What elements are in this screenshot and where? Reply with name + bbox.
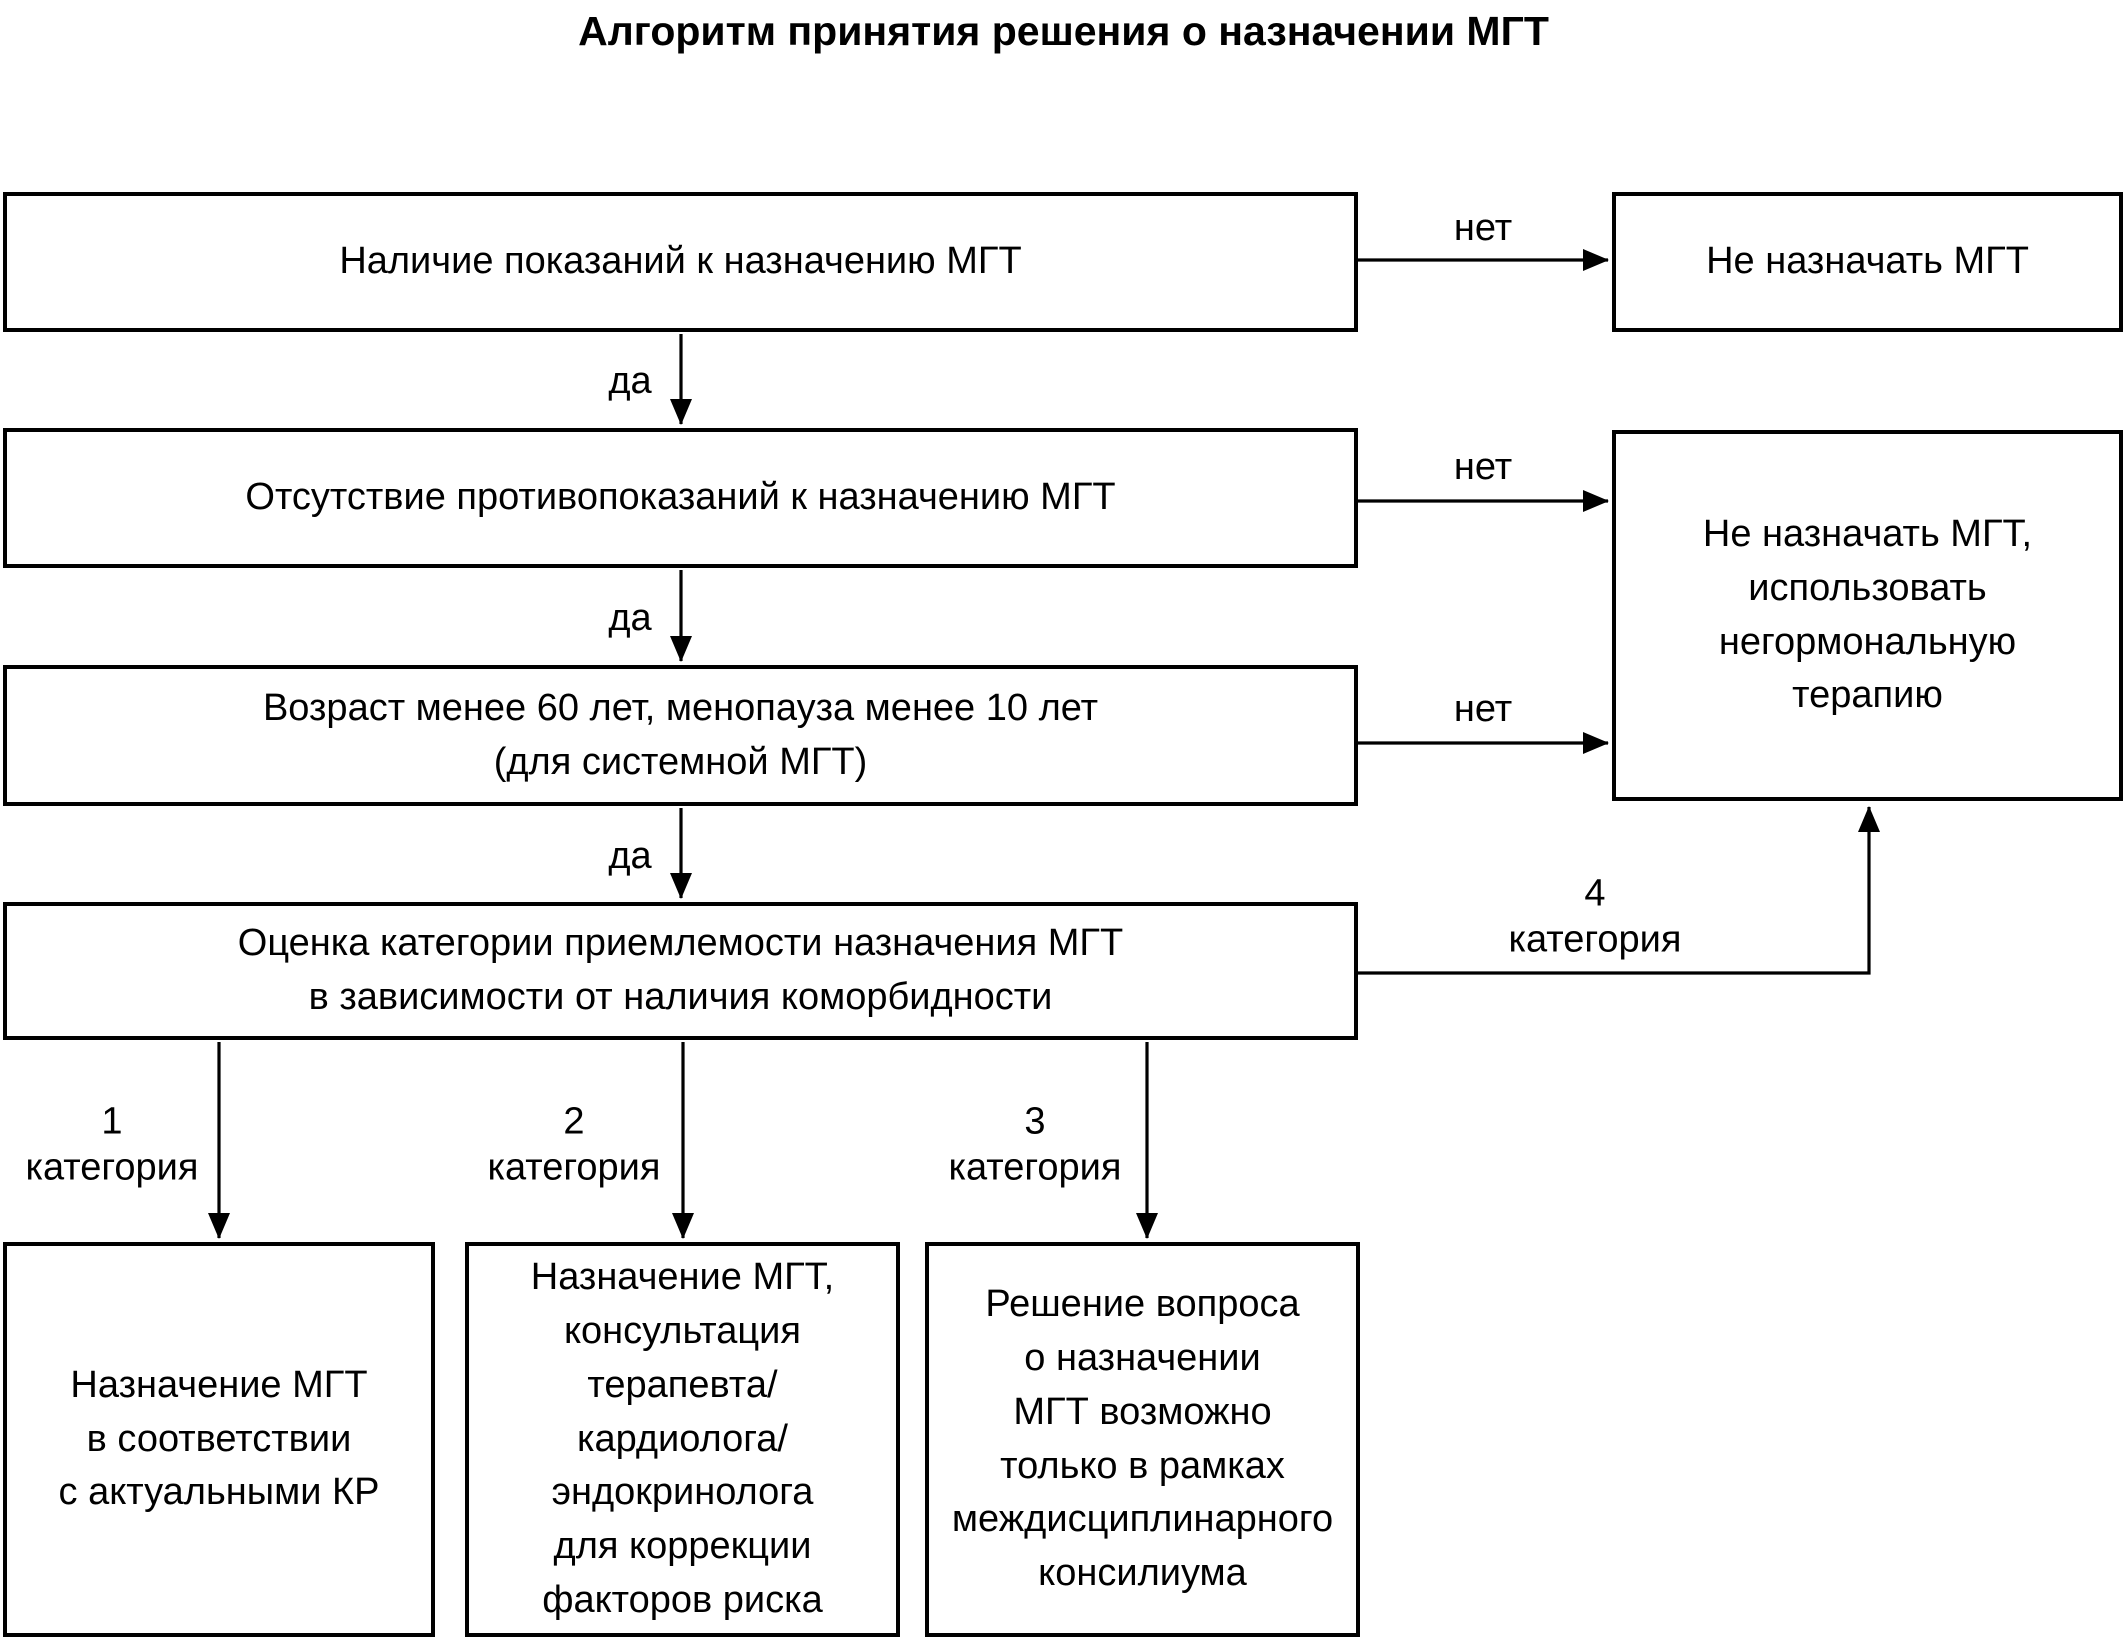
box-outcome-no-mgt-text: Не назначать МГТ bbox=[1706, 240, 2029, 283]
box-outcome-category3: Решение вопроса о назначении МГТ возможн… bbox=[925, 1242, 1360, 1637]
diagram-title: Алгоритм принятия решения о назначении М… bbox=[578, 8, 1549, 54]
edge-label-yes-2: да bbox=[608, 596, 652, 639]
box-outcome-category1-text: Назначение МГТ в соответствии с актуальн… bbox=[58, 1363, 380, 1514]
box-outcome-nonhormonal-therapy: Не назначать МГТ, использовать негормона… bbox=[1612, 430, 2123, 801]
edge-label-no-1: нет bbox=[1453, 206, 1513, 249]
edge-label-category-2: 2 категория bbox=[487, 1100, 661, 1189]
box-step3-text: Возраст менее 60 лет, менопауза менее 10… bbox=[262, 686, 1099, 783]
box-outcome-category3-text: Решение вопроса о назначении МГТ возможн… bbox=[951, 1282, 1334, 1595]
edge-label-no-3: нет bbox=[1453, 687, 1513, 730]
box-outcome-category1: Назначение МГТ в соответствии с актуальн… bbox=[3, 1242, 435, 1637]
edge-label-yes-3: да bbox=[608, 834, 652, 877]
edge-label-category-4: 4 категория bbox=[1508, 872, 1682, 961]
edge-label-category-1: 1 категория bbox=[25, 1100, 199, 1189]
box-step3-age-menopause: Возраст менее 60 лет, менопауза менее 10… bbox=[3, 665, 1358, 806]
box-step4-text: Оценка категории приемлемости назначения… bbox=[237, 922, 1124, 1018]
box-step2-contraindications: Отсутствие противопоказаний к назначению… bbox=[3, 428, 1358, 568]
box-outcome-category2: Назначение МГТ, консультация терапевта/ … bbox=[465, 1242, 900, 1637]
box-outcome-no-mgt: Не назначать МГТ bbox=[1612, 192, 2123, 332]
box-step1-text: Наличие показаний к назначению МГТ bbox=[339, 240, 1022, 283]
box-step2-text: Отсутствие противопоказаний к назначению… bbox=[245, 476, 1116, 519]
box-step4-category-assessment: Оценка категории приемлемости назначения… bbox=[3, 902, 1358, 1040]
box-step1-indications: Наличие показаний к назначению МГТ bbox=[3, 192, 1358, 332]
box-outcome-category2-text: Назначение МГТ, консультация терапевта/ … bbox=[530, 1255, 835, 1622]
edge-label-category-3: 3 категория bbox=[948, 1100, 1122, 1189]
edge-label-yes-1: да bbox=[608, 359, 652, 402]
box-outcome-nonhormonal-text: Не назначать МГТ, использовать негормона… bbox=[1702, 512, 2033, 717]
edge-label-no-2: нет bbox=[1453, 445, 1513, 488]
arrow-step4-cat4 bbox=[1358, 806, 1880, 975]
